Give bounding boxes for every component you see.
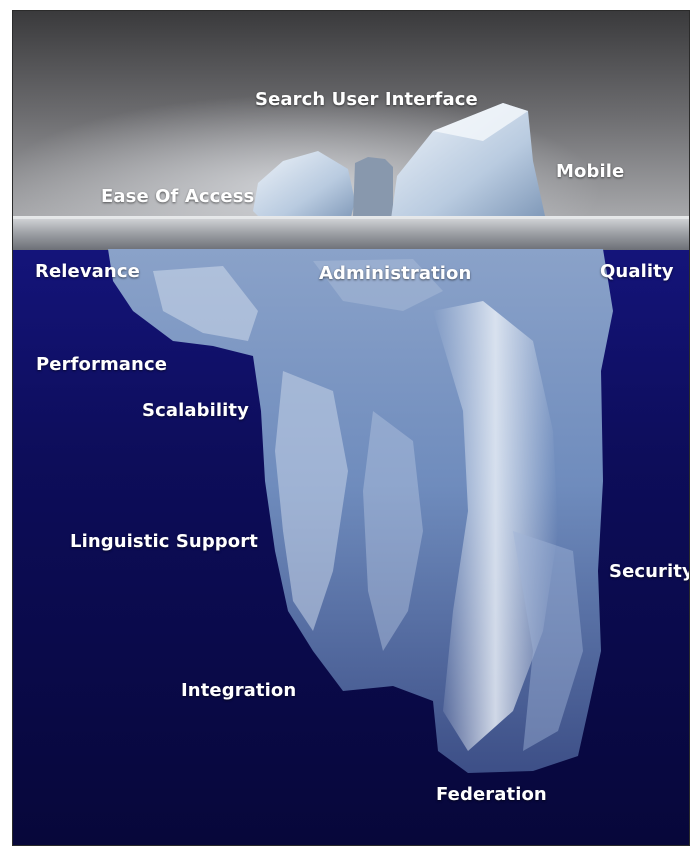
label-integration: Integration (181, 680, 297, 701)
label-ease-of-access: Ease Of Access (101, 186, 255, 207)
label-linguistic-support: Linguistic Support (70, 531, 258, 552)
label-quality: Quality (600, 261, 674, 282)
iceberg-tip (223, 103, 545, 225)
label-mobile: Mobile (556, 161, 625, 182)
label-federation: Federation (436, 784, 547, 805)
iceberg-underwater (108, 249, 613, 773)
label-performance: Performance (36, 354, 168, 375)
label-search-user-interface: Search User Interface (255, 89, 478, 110)
iceberg-scene (13, 11, 689, 845)
iceberg-illustration: Search User Interface Ease Of Access Mob… (12, 10, 690, 846)
label-security: Security (609, 561, 690, 582)
label-relevance: Relevance (35, 261, 140, 282)
label-scalability: Scalability (142, 400, 249, 421)
label-administration: Administration (319, 263, 472, 284)
water-surface (13, 216, 689, 250)
